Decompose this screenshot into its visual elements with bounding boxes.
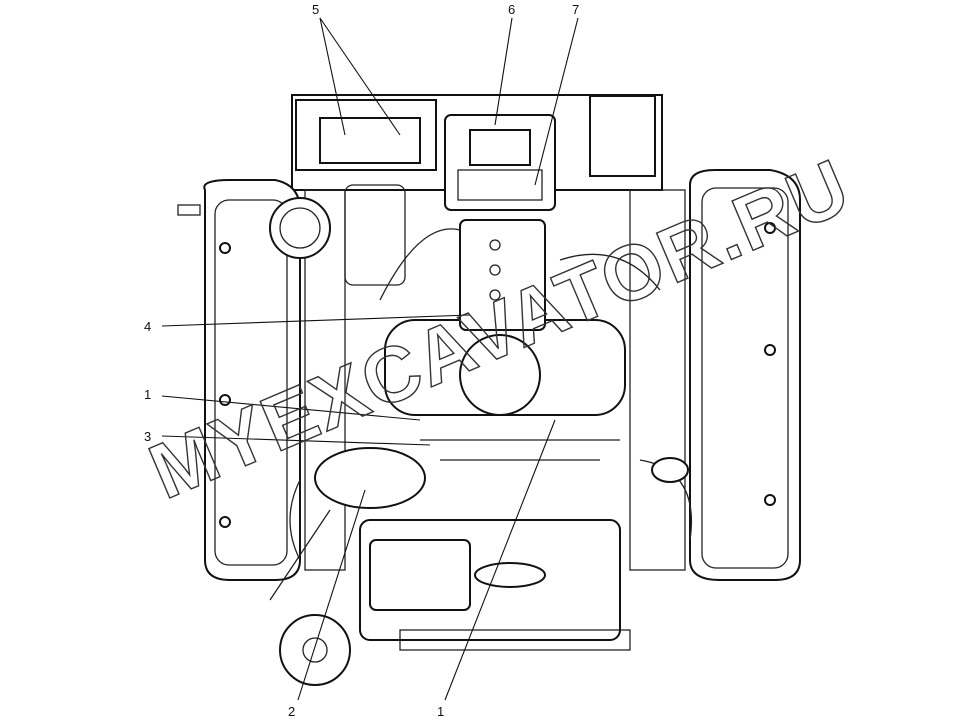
left-valve-cover bbox=[177, 179, 301, 581]
callout-2: 2 bbox=[288, 704, 295, 719]
callout-4: 4 bbox=[144, 319, 151, 334]
engine-top-block bbox=[291, 94, 663, 191]
lower-parts bbox=[269, 228, 692, 686]
callout-7: 7 bbox=[572, 2, 579, 17]
callout-1-bottom: 1 bbox=[437, 704, 444, 719]
callout-3: 3 bbox=[144, 429, 151, 444]
breather bbox=[269, 184, 406, 286]
control-module bbox=[444, 114, 556, 211]
engine-block bbox=[304, 189, 686, 651]
intake-plenum bbox=[384, 219, 626, 416]
right-valve-cover bbox=[689, 169, 801, 581]
leader-lines bbox=[161, 17, 579, 701]
callout-1-left: 1 bbox=[144, 387, 151, 402]
callout-6: 6 bbox=[508, 2, 515, 17]
callout-5: 5 bbox=[312, 2, 319, 17]
